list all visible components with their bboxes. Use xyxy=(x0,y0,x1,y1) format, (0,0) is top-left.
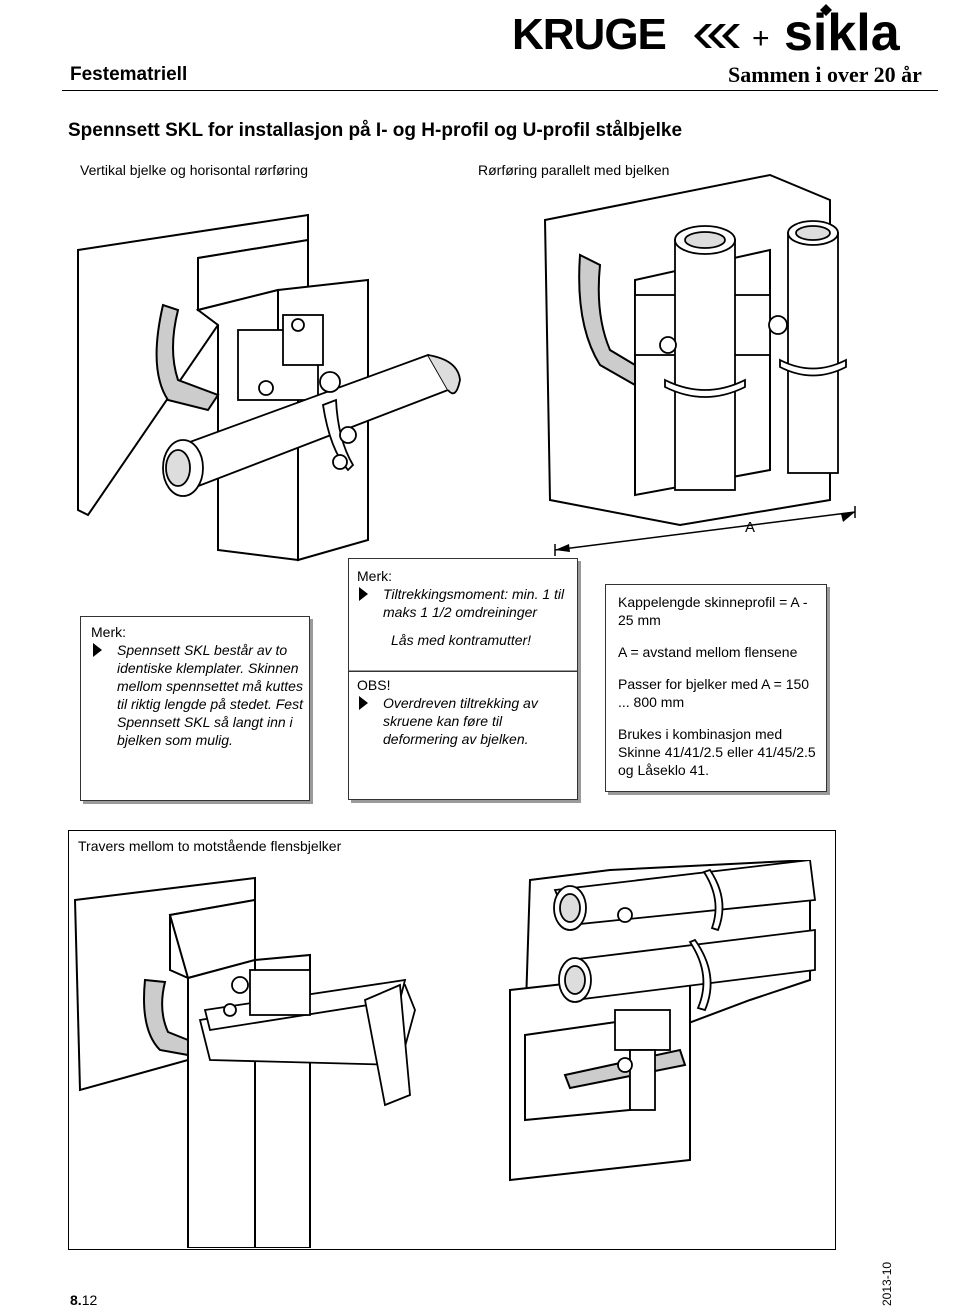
note-box-3: Kappelengde skinneprofil = A - 25 mm A =… xyxy=(605,584,827,792)
note2-item1-text: Tiltrekkingsmoment: min. 1 til maks 1 1/… xyxy=(383,586,565,620)
section-label: Festematriell xyxy=(70,64,188,85)
note2-item2-text: Overdreven tiltrekking av skruene kan fø… xyxy=(383,695,538,747)
issue-date: 2013-10 xyxy=(880,1261,894,1306)
caption-parallel-pipe: Rørføring parallelt med bjelken xyxy=(478,162,670,178)
bullet-triangle-icon xyxy=(359,696,368,710)
note1-item: Spennsett SKL består av to identiske kle… xyxy=(91,641,305,749)
bullet-triangle-icon xyxy=(359,587,368,601)
page-chapter: 8. xyxy=(70,1292,82,1308)
note3-line1: Kappelengde skinneprofil = A - 25 mm xyxy=(618,594,808,628)
illustration-travers xyxy=(73,860,817,1248)
bullet-triangle-icon xyxy=(93,643,102,657)
page-index: 12 xyxy=(81,1292,98,1308)
caption-travers: Travers mellom to motstående flensbjelke… xyxy=(78,837,346,856)
tagline: Sammen i over 20 år xyxy=(728,62,922,87)
note3-line3: Passer for bjelker med A = 150 ... 800 m… xyxy=(618,676,810,710)
note2-item-2: Overdreven tiltrekking av skruene kan fø… xyxy=(357,694,573,748)
illustration-parallel-pipes xyxy=(543,173,847,527)
logo-plus: + xyxy=(752,22,770,54)
dimension-line: A xyxy=(554,506,856,556)
note1-text: Spennsett SKL består av to identiske kle… xyxy=(117,642,303,748)
dimension-label-a: A xyxy=(745,519,755,536)
logo-diamond xyxy=(820,4,832,16)
note2-item-1: Tiltrekkingsmoment: min. 1 til maks 1 1/… xyxy=(357,585,573,621)
illustration-vertical-beam xyxy=(77,213,461,562)
note2-item1-extra: Lås med kontramutter! xyxy=(391,632,532,648)
caption-vertical-beam: Vertikal bjelke og horisontal rørføring xyxy=(80,162,308,178)
note2-title: Merk: xyxy=(357,568,392,584)
note-box-1: Merk: Spennsett SKL består av to identis… xyxy=(80,616,310,801)
logo-chevrons-icon xyxy=(694,24,740,48)
page-number: 8.12 xyxy=(70,1292,97,1308)
note2-obs-title: OBS! xyxy=(357,677,391,693)
logo-brand-right: sikla xyxy=(784,4,901,54)
note3-line4: Brukes i kombinasjon med Skinne 41/41/2.… xyxy=(618,726,816,778)
note3-line2: A = avstand mellom flensene xyxy=(618,644,798,660)
header-rule xyxy=(62,90,938,91)
note1-title: Merk: xyxy=(91,624,126,640)
brand-logo: KRUGE + sikla xyxy=(512,4,901,54)
note-box-2: Merk: Tiltrekkingsmoment: min. 1 til mak… xyxy=(348,558,578,800)
logo-brand-left: KRUGE xyxy=(512,10,666,54)
page-heading: Spennsett SKL for installasjon på I- og … xyxy=(68,120,683,141)
travers-frame xyxy=(68,830,836,1250)
